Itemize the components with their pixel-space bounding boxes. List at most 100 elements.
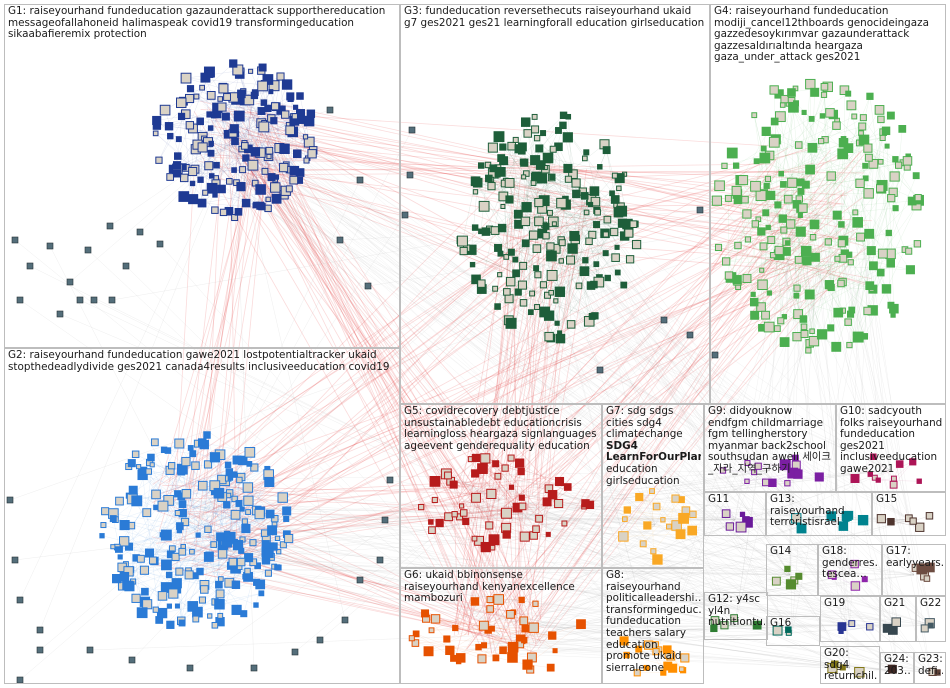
edge: [242, 127, 533, 213]
edge: [431, 620, 524, 631]
edge: [271, 129, 932, 626]
edge: [766, 147, 868, 187]
user-node: [186, 85, 195, 93]
edge: [506, 218, 509, 507]
edge: [258, 118, 851, 669]
user-node: [794, 255, 803, 264]
edge: [590, 217, 771, 471]
user-node: [881, 284, 892, 294]
group-box-g8: G8: raiseyourhand politicalleadershi… tr…: [602, 568, 704, 684]
edge: [542, 574, 851, 633]
edge: [152, 469, 183, 561]
user-node: [306, 109, 316, 118]
user-node: [261, 167, 269, 175]
user-node: [254, 508, 265, 520]
edge: [508, 284, 544, 299]
edge: [800, 207, 846, 254]
edge: [231, 529, 793, 635]
edge: [753, 145, 888, 295]
group-label-g24: G24: 203…: [884, 654, 911, 677]
user-node: [616, 185, 622, 192]
edge: [844, 90, 919, 201]
user-node: [264, 548, 274, 559]
edge: [778, 93, 807, 185]
edge: [455, 469, 891, 621]
edge: [512, 227, 822, 501]
edge: [726, 261, 911, 270]
edge: [241, 204, 836, 501]
edge: [744, 199, 766, 316]
group-box-g14: G14: [766, 544, 818, 596]
user-node: [548, 289, 554, 296]
user-node: [572, 189, 581, 199]
group-label-g7-highlight: SDG4 LearnForOurPlan…: [606, 439, 701, 464]
edge: [584, 219, 736, 521]
edge: [245, 168, 864, 174]
edge: [790, 101, 850, 255]
user-node: [181, 489, 192, 499]
user-node: [174, 510, 181, 517]
edge: [449, 614, 511, 651]
user-node: [174, 438, 185, 449]
user-node: [176, 522, 184, 530]
edge: [735, 93, 849, 166]
edge: [125, 265, 501, 636]
user-node: [307, 149, 317, 159]
user-node: [519, 299, 528, 307]
edge: [740, 179, 868, 312]
edge: [87, 249, 501, 636]
edge: [117, 546, 248, 572]
edge: [545, 487, 656, 526]
user-node: [239, 506, 245, 512]
edge: [769, 292, 839, 313]
edge: [197, 144, 257, 205]
edge: [434, 499, 507, 514]
edge: [766, 185, 861, 238]
edge: [389, 479, 501, 501]
group-label-g10: G10: sadcyouth folks raiseyourhand funde…: [840, 406, 943, 475]
user-node: [231, 471, 238, 478]
user-node: [539, 306, 551, 318]
edge: [517, 519, 736, 639]
user-node: [457, 235, 468, 247]
edge: [29, 265, 501, 501]
edge: [556, 201, 821, 521]
user-node: [471, 224, 479, 231]
user-node: [139, 565, 150, 575]
edge: [93, 299, 501, 501]
user-node: [603, 215, 612, 224]
user-node: [159, 104, 171, 116]
edge: [492, 469, 771, 626]
edge: [274, 106, 284, 168]
user-node: [234, 207, 243, 216]
user-node: [580, 192, 589, 200]
edge: [238, 183, 256, 212]
user-node: [185, 121, 195, 130]
user-node: [566, 255, 576, 265]
edge: [467, 246, 588, 631]
user-node: [172, 169, 182, 178]
edge: [188, 469, 771, 572]
user-node: [847, 259, 854, 266]
edge: [163, 500, 736, 626]
user-node: [152, 606, 159, 613]
edge: [784, 98, 911, 270]
edge: [222, 519, 911, 552]
user-node: [239, 166, 247, 174]
user-node: [293, 104, 299, 110]
user-node: [489, 164, 498, 173]
edge: [231, 567, 898, 673]
edge: [497, 194, 775, 502]
user-node: [188, 166, 198, 177]
user-node: [614, 244, 620, 250]
edge: [481, 623, 582, 660]
user-node: [200, 585, 209, 594]
edge: [521, 214, 736, 626]
edge: [194, 176, 510, 493]
user-node: [249, 539, 257, 547]
user-node: [542, 232, 550, 240]
edge: [561, 203, 593, 317]
edge: [485, 458, 523, 498]
group-box-g15: G15: [872, 492, 946, 536]
edge: [197, 148, 476, 639]
